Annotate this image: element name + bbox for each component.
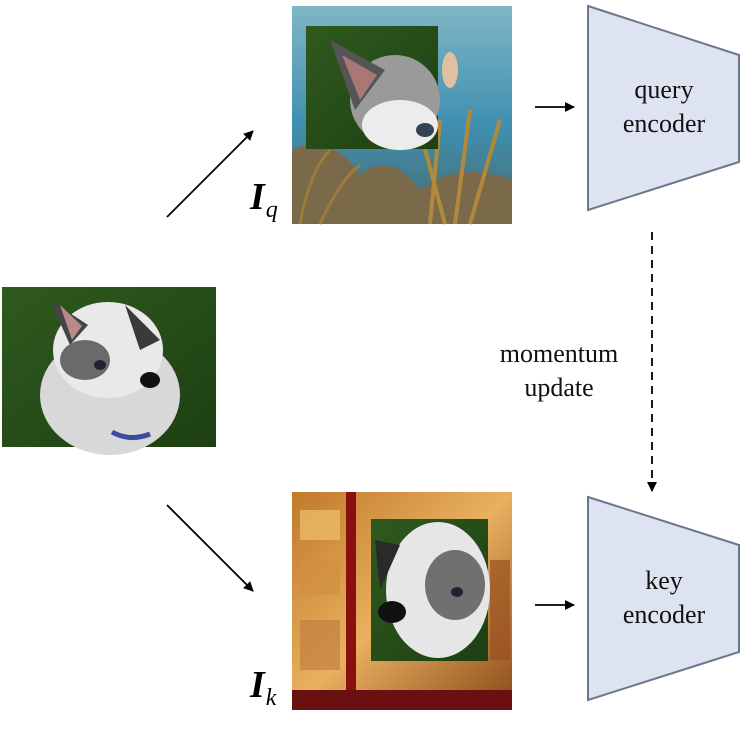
- momentum-line2: update: [524, 373, 594, 402]
- query-encoder-shape: [587, 4, 740, 212]
- key-encoder-shape: [587, 495, 740, 702]
- key-encoder-label: key encoder: [589, 564, 739, 632]
- key-image-symbol: Ik: [250, 663, 276, 712]
- key-encoder-line1: key: [645, 566, 683, 595]
- query-image: [292, 6, 512, 225]
- momentum-update-label: momentum update: [474, 337, 644, 405]
- query-encoder-line1: query: [634, 75, 694, 104]
- arrow-to-query-image: [166, 130, 254, 218]
- arrow-to-key-image: [166, 504, 254, 592]
- momentum-line1: momentum: [499, 339, 619, 368]
- query-symbol-sub: q: [265, 197, 278, 223]
- source-dog-image: [2, 287, 216, 455]
- key-image: [292, 492, 512, 710]
- query-symbol-base: I: [250, 176, 265, 218]
- key-encoder-line2: encoder: [622, 600, 706, 629]
- query-image-symbol: Iq: [250, 175, 278, 224]
- key-symbol-sub: k: [265, 685, 277, 711]
- key-symbol-base: I: [250, 664, 265, 706]
- query-encoder-line2: encoder: [622, 109, 706, 138]
- query-encoder-label: query encoder: [589, 73, 739, 141]
